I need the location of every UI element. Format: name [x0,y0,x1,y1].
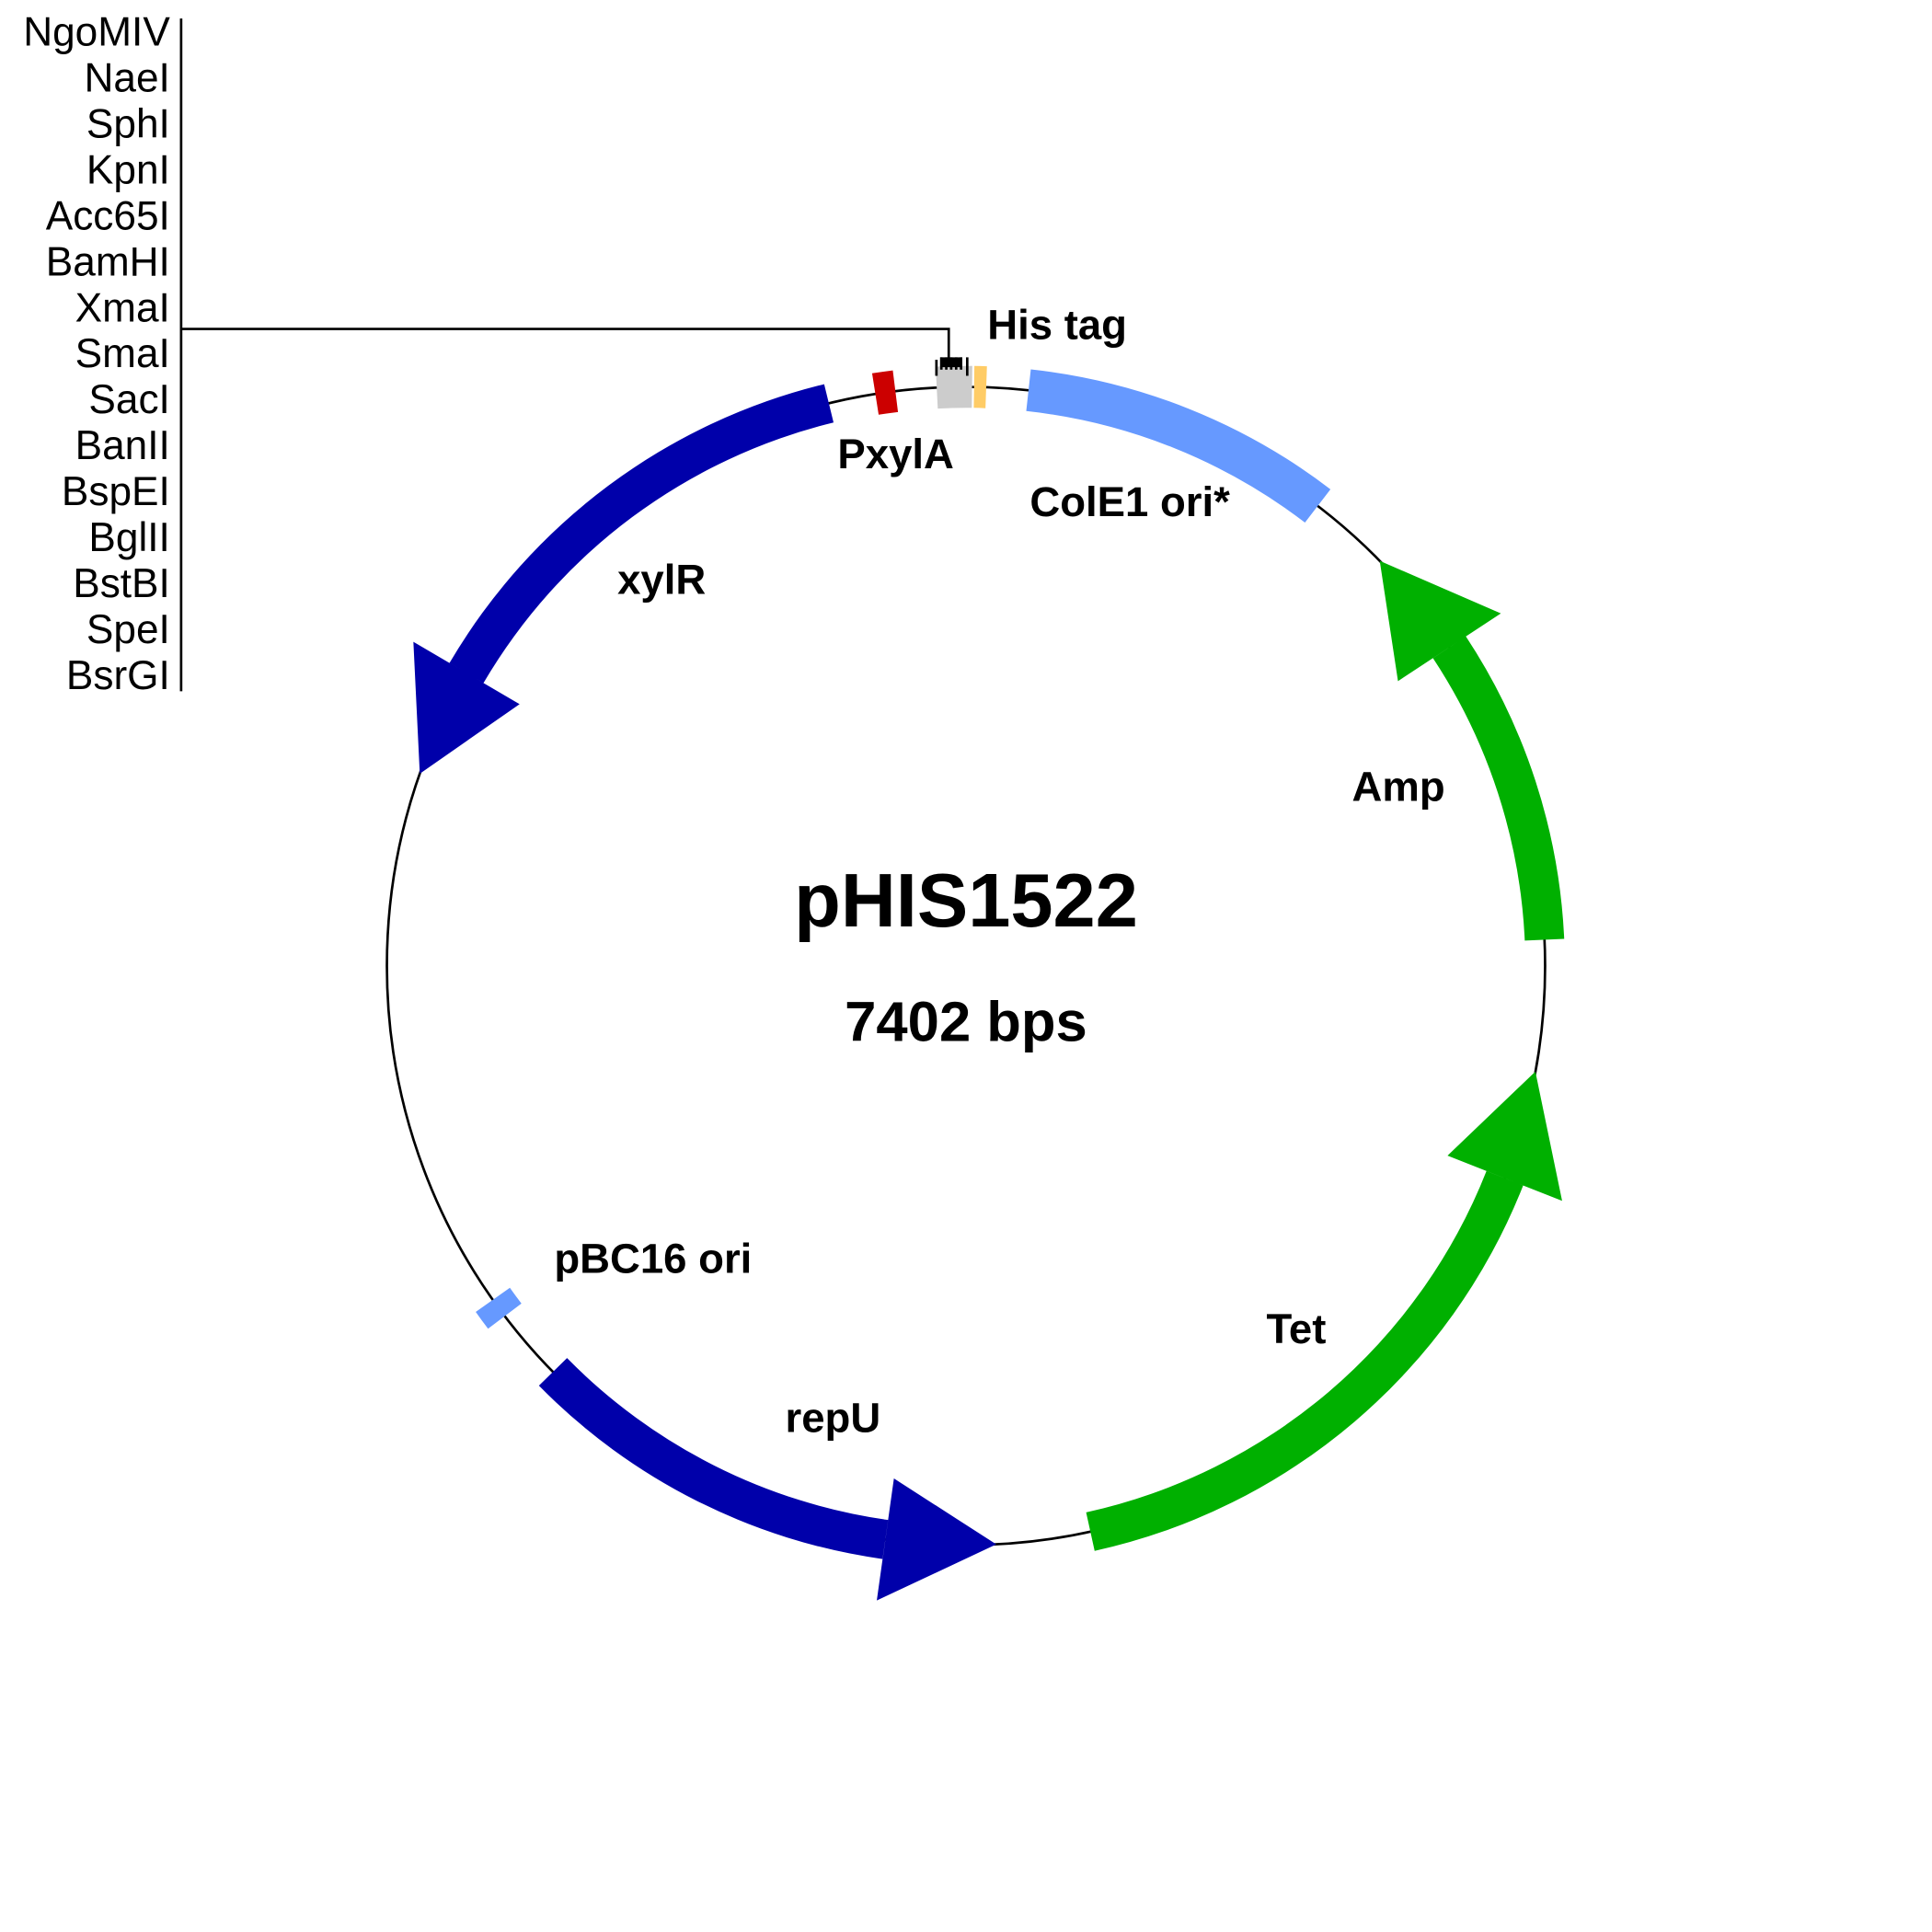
enzyme-list: NgoMIVNaeISphIKpnIAcc65IBamHIXmaISmaISac… [23,10,170,698]
feature-xylR[interactable] [413,384,834,774]
enzyme-SpeI[interactable]: SpeI [86,607,170,652]
enzyme-BstBI[interactable]: BstBI [73,561,170,606]
enzyme-NgoMIV[interactable]: NgoMIV [23,10,170,55]
feature-pBC16[interactable] [476,1287,522,1329]
feature-repU[interactable] [538,1358,996,1601]
feature-Tet[interactable] [1086,1071,1562,1551]
label-Amp: Amp [1352,764,1445,811]
enzyme-leader-line [180,328,950,361]
enzyme-SmaI[interactable]: SmaI [75,331,170,376]
enzyme-BanII[interactable]: BanII [75,423,170,468]
feature-mcs[interactable] [936,365,972,409]
feature-Amp[interactable] [1379,560,1565,941]
enzyme-BspEI[interactable]: BspEI [62,469,170,514]
cut-site-ticks [935,357,969,376]
label-repU: repU [786,1394,881,1441]
label-pBC16-ori: pBC16 ori [554,1235,752,1282]
features-layer [413,365,1565,1601]
feature-PxylA[interactable] [871,370,899,415]
enzyme-BamHI[interactable]: BamHI [46,239,170,284]
feature-ColE1[interactable] [1026,369,1331,523]
enzyme-NaeI[interactable]: NaeI [84,56,169,101]
enzyme-BglII[interactable]: BglII [88,515,169,560]
plasmid-name: pHIS1522 [794,857,1138,943]
plasmid-size: 7402 bps [845,991,1087,1054]
enzyme-KpnI[interactable]: KpnI [86,147,170,192]
label-PxylA: PxylA [837,431,954,477]
label-Tet: Tet [1266,1305,1326,1352]
enzyme-BsrGI[interactable]: BsrGI [66,653,170,698]
label-ColE1-ori: ColE1 ori* [1029,478,1230,525]
label-xylR: xylR [617,557,706,604]
enzyme-SacI[interactable]: SacI [88,377,169,422]
enzyme-SphI[interactable]: SphI [86,101,170,146]
feature-his_tag[interactable] [973,365,987,408]
enzyme-Acc65I[interactable]: Acc65I [46,193,170,238]
enzyme-XmaI[interactable]: XmaI [75,285,170,330]
label-his-tag: His tag [987,301,1127,348]
